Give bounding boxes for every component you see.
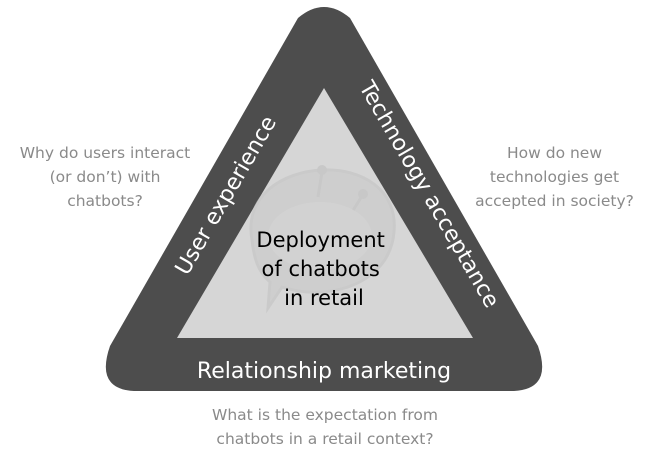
center-line-1: Deployment — [256, 228, 384, 252]
question-left-line-1: Why do users interact — [19, 144, 191, 162]
chatbot-speech-bubble-icon — [249, 165, 396, 314]
question-bottom-line-1: What is the expectation from — [212, 406, 438, 424]
center-title: Deployment of chatbots in retail — [256, 228, 391, 310]
question-user-experience: Why do users interact (or don’t) with ch… — [10, 141, 200, 213]
question-bottom-line-2: chatbots in a retail context? — [216, 430, 434, 448]
question-right-line-1: How do new — [506, 144, 603, 162]
side-label-relationship-marketing: Relationship marketing — [197, 359, 451, 384]
question-relationship-marketing: What is the expectation from chatbots in… — [160, 403, 490, 451]
question-right-line-3: accepted in society? — [475, 192, 634, 210]
center-line-2: of chatbots — [262, 257, 380, 281]
question-left-line-2: (or don’t) with — [49, 168, 161, 186]
question-right-line-2: technologies get — [489, 168, 620, 186]
question-technology-acceptance: How do new technologies get accepted in … — [462, 141, 647, 213]
center-line-3: in retail — [284, 286, 364, 310]
question-left-line-3: chatbots? — [67, 192, 143, 210]
